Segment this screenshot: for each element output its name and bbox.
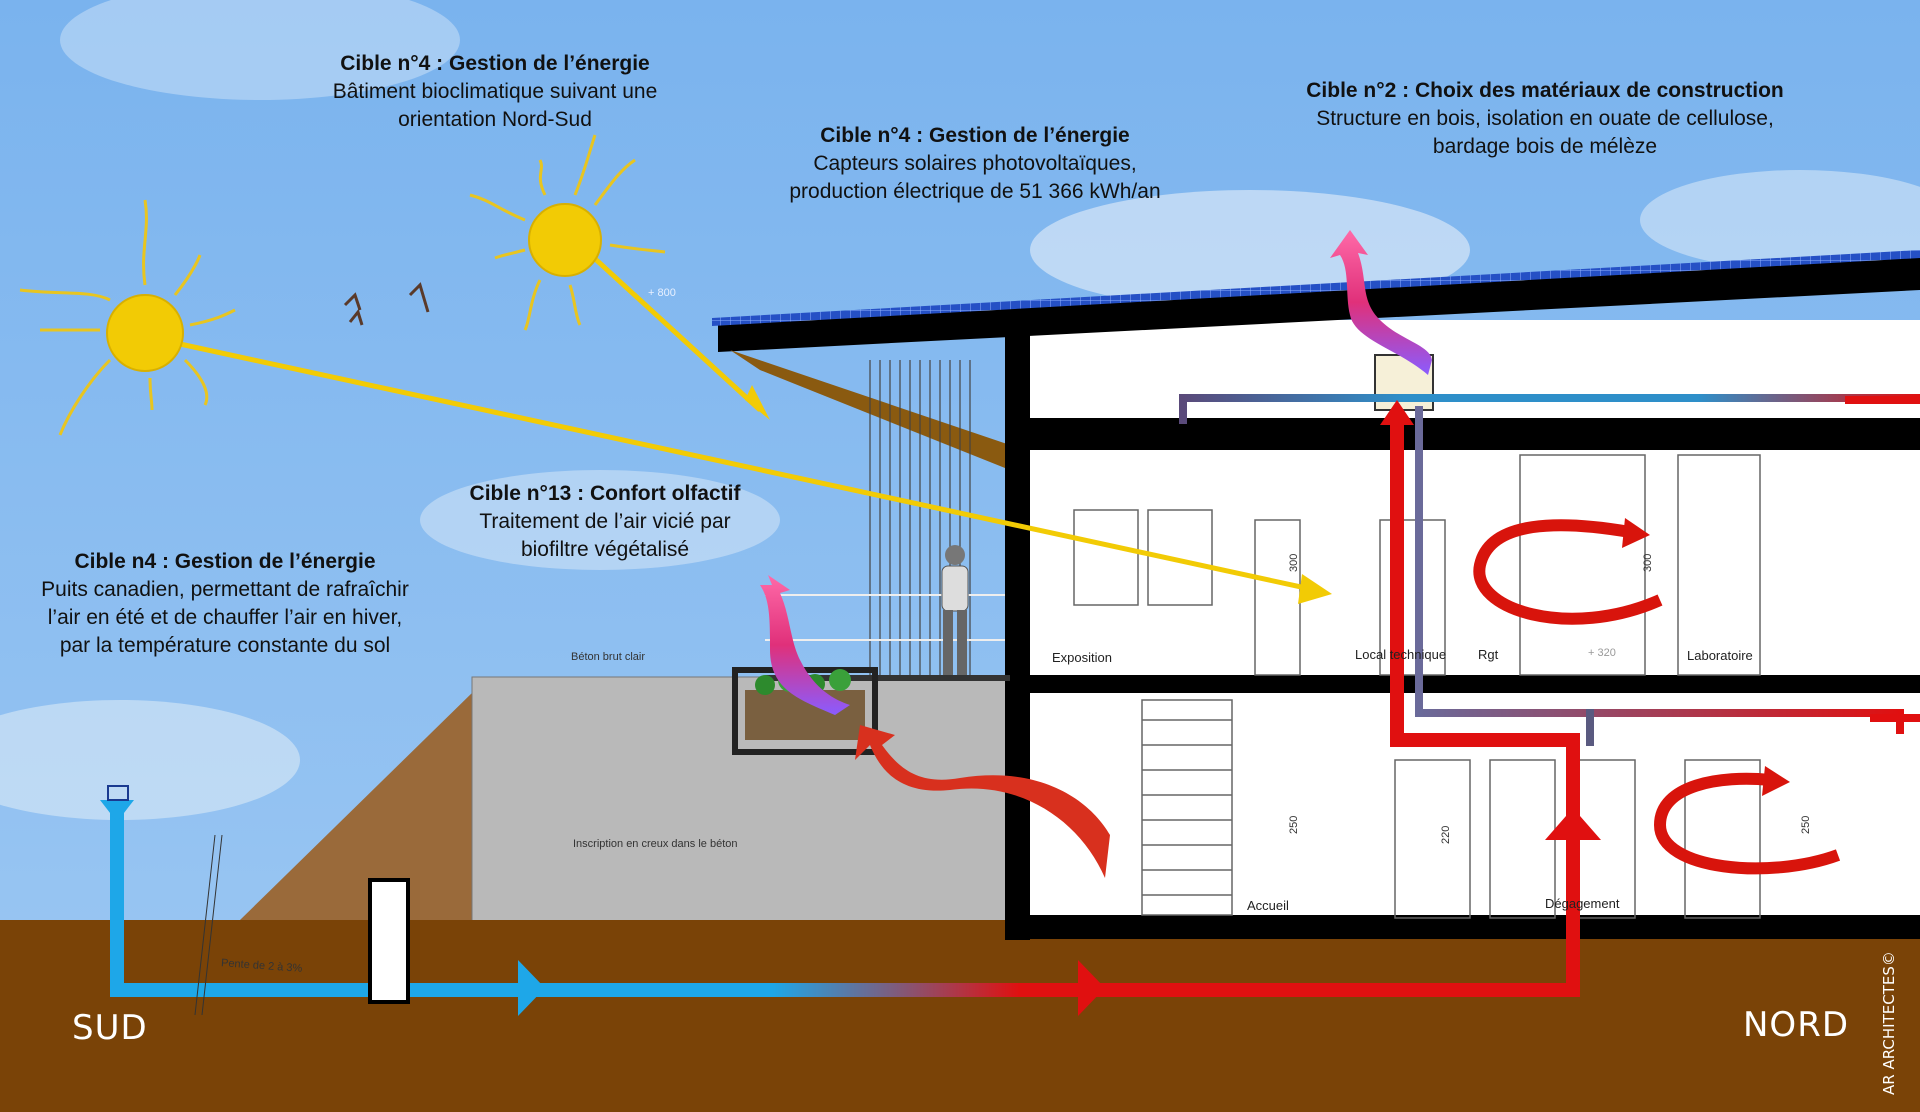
dimension-300-left: 300 <box>1288 553 1300 572</box>
embankment <box>240 690 475 920</box>
orientation-north: NORD <box>1743 1005 1849 1045</box>
dimension-300-right: 300 <box>1642 553 1654 572</box>
caption-bioclimatic-line1: Bâtiment bioclimatique suivant une <box>332 80 658 103</box>
annotation-beton: Béton brut clair <box>571 651 645 663</box>
person-figure <box>941 545 969 675</box>
solar-panels <box>712 250 1920 326</box>
caption-puits-line2: l’air en été et de chauffer l’air en hiv… <box>47 606 403 629</box>
room-accueil: Accueil <box>1247 898 1289 913</box>
dimension-250-right: 250 <box>1800 815 1812 834</box>
caption-materials-title: Cible n°2 : Choix des matériaux de const… <box>1306 79 1784 102</box>
annotation-plus800: + 800 <box>648 287 676 299</box>
caption-solar-line2: production électrique de 51 366 kWh/an <box>789 180 1161 203</box>
sun-ray-low <box>179 341 1316 593</box>
biofilter-exhaust-plume <box>760 575 850 715</box>
caption-materials-line1: Structure en bois, isolation en ouate de… <box>1316 107 1774 130</box>
dimension-220: 220 <box>1440 825 1452 844</box>
caption-puits: Cible n4 : Gestion de l’énergie Puits ca… <box>10 548 440 660</box>
dimension-250-left: 250 <box>1288 815 1300 834</box>
caption-olfactif-line1: Traitement de l’air vicié par <box>479 510 731 533</box>
caption-puits-line3: par la température constante du sol <box>59 634 391 657</box>
room-laboratoire: Laboratoire <box>1687 648 1753 663</box>
air-circulation-swirls <box>1473 518 1841 875</box>
roof-slab <box>718 255 1920 352</box>
caption-bioclimatic: Cible n°4 : Gestion de l’énergie Bâtimen… <box>300 50 690 134</box>
caption-puits-title: Cible n4 : Gestion de l’énergie <box>74 550 376 573</box>
warm-air-riser <box>1380 396 1920 825</box>
room-exposition: Exposition <box>1052 650 1112 665</box>
caption-olfactif: Cible n°13 : Confort olfactif Traitement… <box>445 480 765 564</box>
annotation-plus320: + 320 <box>1588 647 1616 659</box>
building <box>712 250 1920 940</box>
caption-materials: Cible n°2 : Choix des matériaux de const… <box>1270 77 1820 161</box>
room-local-technique: Local technique <box>1355 647 1447 662</box>
sun-icon-right <box>469 134 666 331</box>
caption-solar: Cible n°4 : Gestion de l’énergie Capteur… <box>755 122 1195 206</box>
caption-olfactif-line2: biofiltre végétalisé <box>520 538 690 561</box>
filter-box <box>368 878 410 1004</box>
incoming-air-arrow <box>855 725 1110 878</box>
sun-ray-high <box>578 243 762 412</box>
concrete-block <box>471 676 1008 923</box>
birds-icon <box>343 282 430 326</box>
caption-bioclimatic-line2: orientation Nord-Sud <box>398 108 592 131</box>
ground <box>0 920 1920 1112</box>
annotation-inscription: Inscription en creux dans le béton <box>573 838 738 850</box>
sun-icon-left <box>19 199 236 436</box>
orientation-south: SUD <box>72 1008 148 1048</box>
caption-materials-line2: bardage bois de mélèze <box>1432 135 1658 158</box>
credit-text: AR ARCHITECTES© <box>1880 951 1898 1095</box>
room-degagement: Dégagement <box>1545 896 1620 911</box>
caption-bioclimatic-title: Cible n°4 : Gestion de l’énergie <box>340 52 650 75</box>
caption-solar-line1: Capteurs solaires photovoltaïques, <box>813 152 1137 175</box>
roof-exhaust-plume <box>1330 230 1432 375</box>
caption-olfactif-title: Cible n°13 : Confort olfactif <box>469 482 741 505</box>
caption-puits-line1: Puits canadien, permettant de rafraîchir <box>41 578 409 601</box>
room-rgt: Rgt <box>1478 647 1499 662</box>
caption-solar-title: Cible n°4 : Gestion de l’énergie <box>820 124 1130 147</box>
